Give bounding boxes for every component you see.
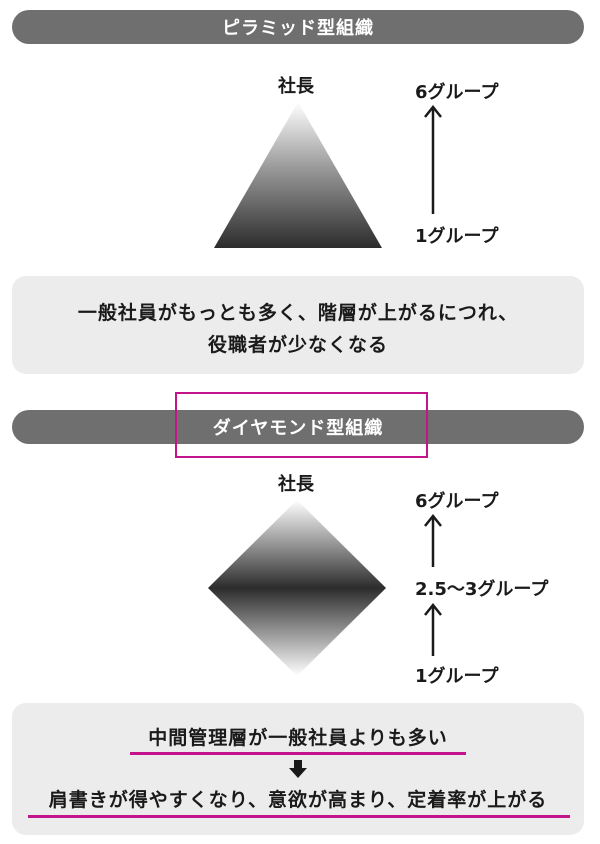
pyramid-title: ピラミッド型組織 [222, 18, 374, 39]
diamond-president-label: 社長 [278, 474, 314, 495]
diamond-up-arrow-upper-icon [424, 513, 442, 567]
pyramid-up-arrow-icon [424, 104, 442, 214]
pyramid-arrow-top-label: 6グループ [415, 82, 499, 103]
diamond-arrow-bottom-label: 1グループ [415, 666, 499, 687]
diamond-title-banner: ダイヤモンド型組織 [12, 410, 584, 444]
diamond-title: ダイヤモンド型組織 [212, 418, 384, 439]
diamond-note-line1: 中間管理層が一般社員よりも多い [148, 727, 448, 749]
diamond-note-line1-underline [130, 752, 466, 755]
diamond-shape [208, 500, 386, 676]
diamond-note-line2: 肩書きが得やすくなり、意欲が高まり、定着率が上がる [48, 789, 548, 811]
pyramid-arrow-bottom-label: 1グループ [415, 226, 499, 247]
pyramid-note-box: 一般社員がもっとも多く、階層が上がるにつれ、 役職者が少なくなる [12, 276, 584, 374]
pyramid-note-line2: 役職者が少なくなる [207, 334, 388, 356]
diamond-up-arrow-lower-icon [424, 602, 442, 656]
pyramid-title-banner: ピラミッド型組織 [12, 10, 584, 44]
pyramid-note-line1: 一般社員がもっとも多く、階層が上がるにつれ、 [77, 302, 519, 324]
pyramid-president-label: 社長 [278, 76, 314, 97]
pyramid-triangle [214, 102, 382, 248]
down-arrow-icon [289, 760, 307, 778]
diamond-arrow-top-label: 6グループ [415, 491, 499, 512]
diamond-note-line2-underline [28, 815, 570, 818]
diamond-arrow-middle-label: 2.5～3グループ [415, 579, 549, 600]
diamond-note-box: 中間管理層が一般社員よりも多い 肩書きが得やすくなり、意欲が高まり、定着率が上が… [12, 703, 584, 835]
diamond-title-highlight [175, 392, 428, 458]
